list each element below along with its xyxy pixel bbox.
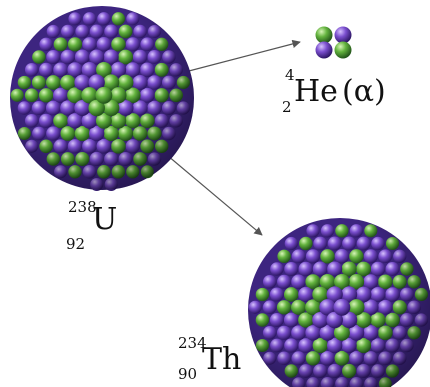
alpha-particle: [316, 27, 352, 59]
thorium-nucleus: [248, 218, 430, 387]
thorium-atomic-number: 90: [178, 367, 197, 382]
neutron: [335, 42, 352, 59]
alpha-atomic-number: 2: [282, 100, 292, 115]
uranium-nucleus: [10, 6, 194, 191]
proton: [316, 42, 333, 59]
alpha-symbol: He: [294, 77, 338, 107]
neutron: [316, 27, 333, 44]
uranium-symbol: U: [92, 205, 117, 235]
uranium-atomic-number: 92: [66, 237, 85, 252]
proton: [335, 27, 352, 44]
emission-arrow: [185, 42, 300, 72]
alpha-tag: (α): [342, 77, 386, 107]
thorium-symbol: Th: [202, 345, 241, 375]
